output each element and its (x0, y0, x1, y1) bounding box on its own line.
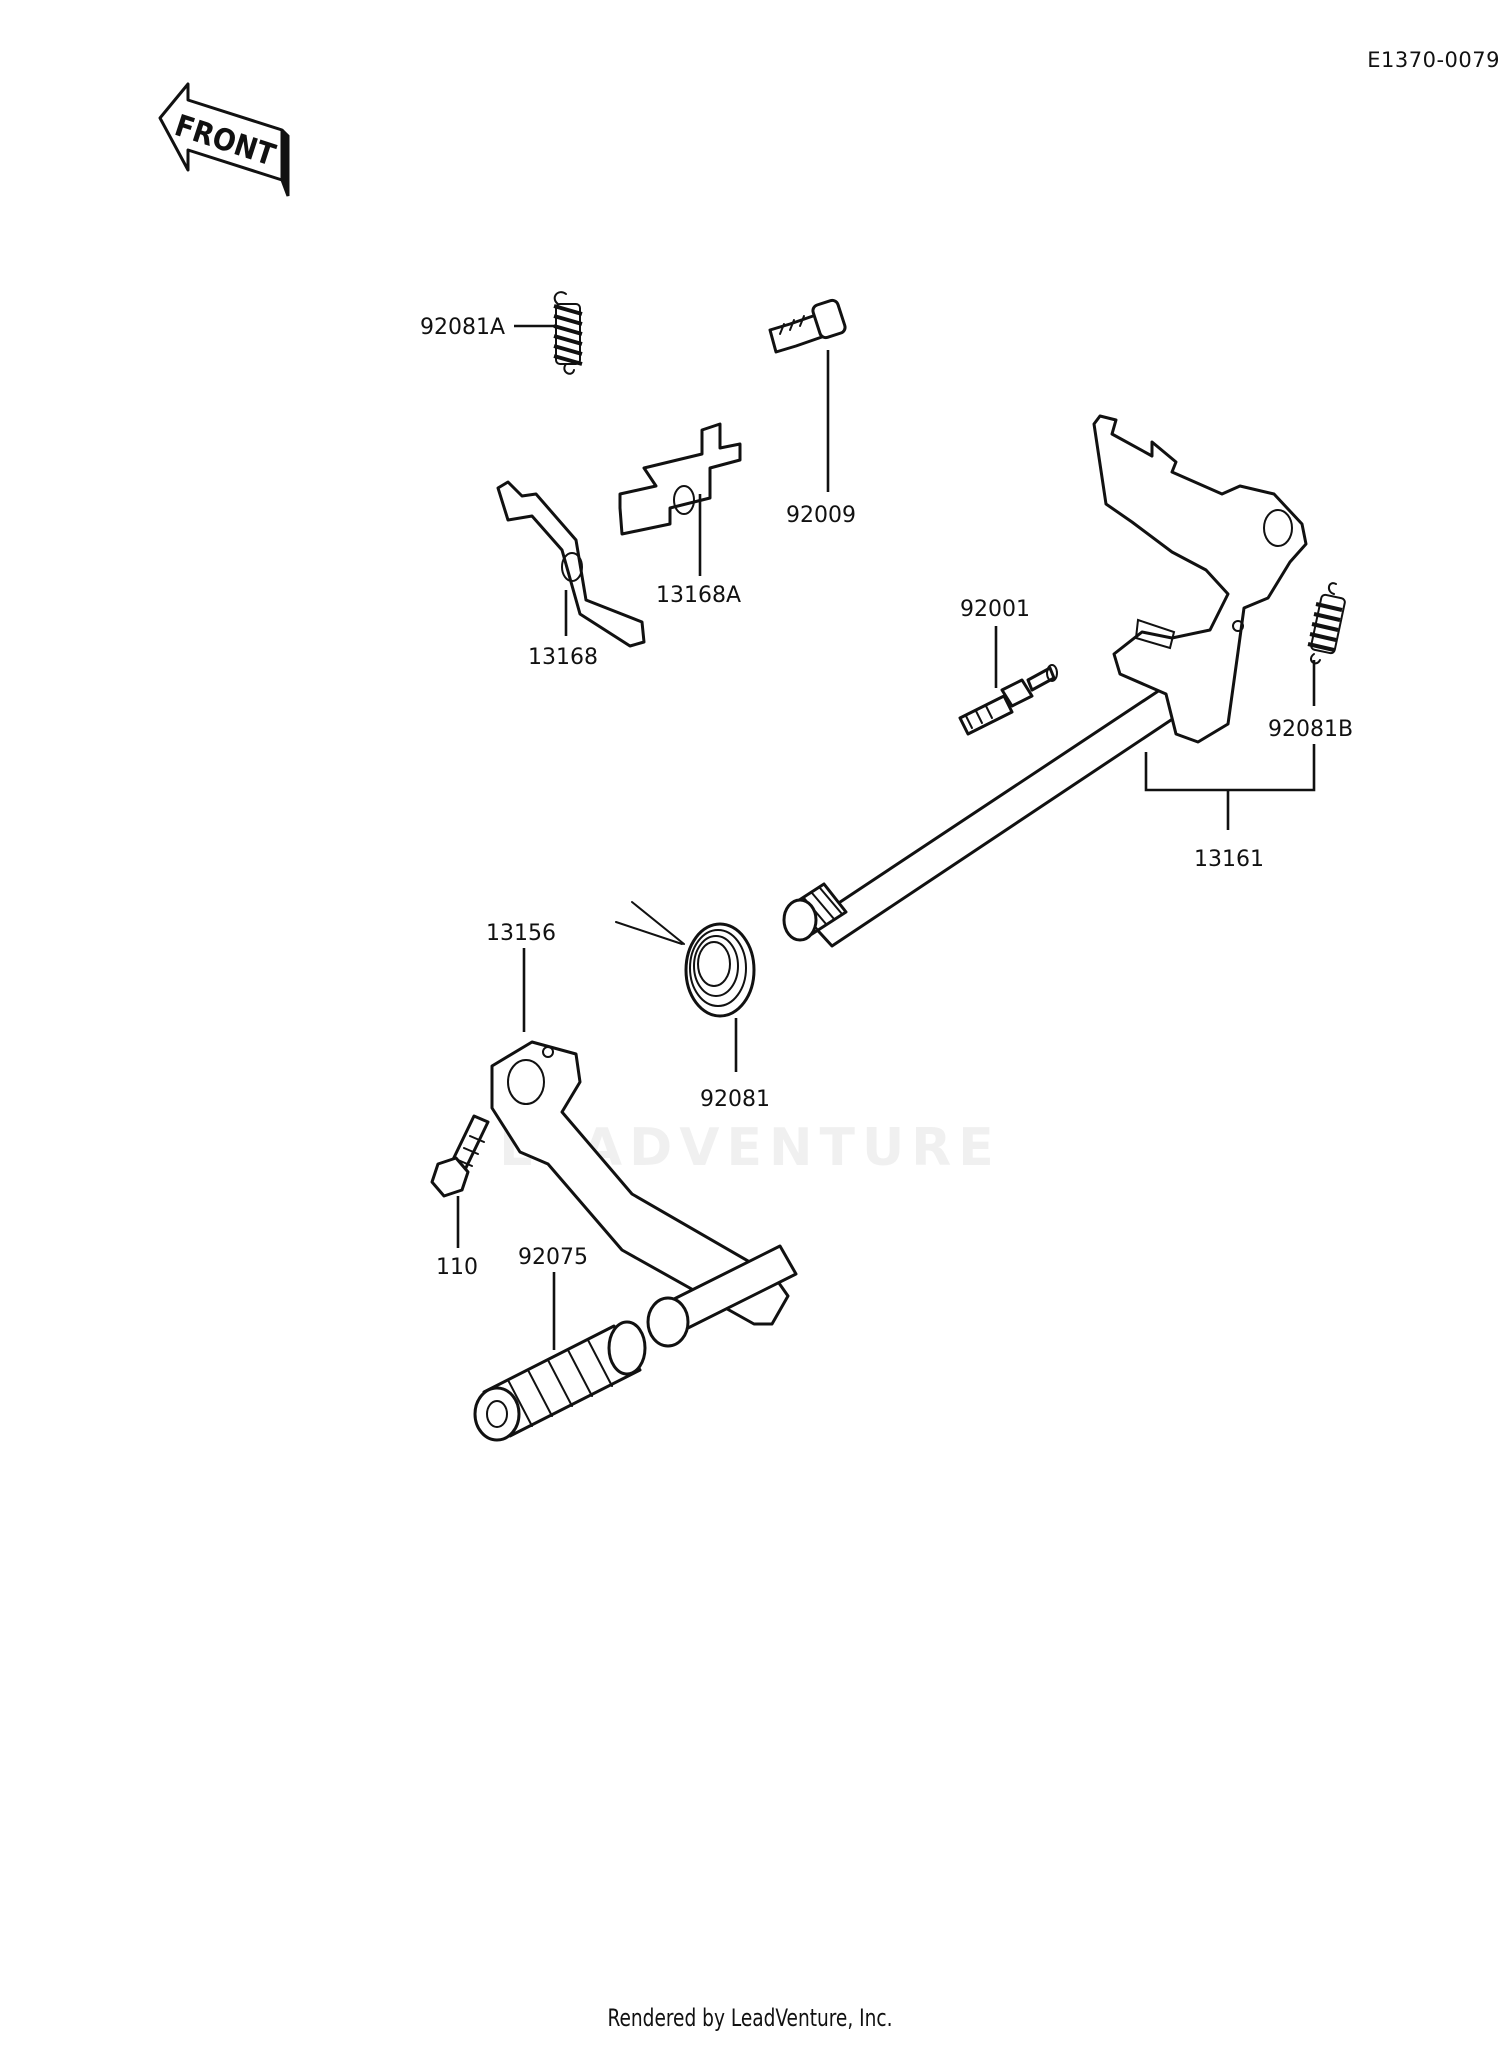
callout-92081a: 92081A (420, 315, 505, 340)
plate-13168 (496, 480, 646, 648)
spring-92081b (1307, 582, 1346, 665)
callout-13161: 13161 (1194, 847, 1264, 872)
callout-13168: 13168 (528, 645, 598, 670)
return-spring-92081 (615, 901, 756, 1018)
callout-92009: 92009 (786, 503, 856, 528)
footer-credit: Rendered by LeadVenture, Inc. (607, 2004, 893, 2032)
callout-13156: 13156 (486, 921, 556, 946)
callout-92001: 92001 (960, 597, 1030, 622)
leader-lines (456, 324, 1316, 1350)
callout-92081b: 92081B (1268, 717, 1353, 742)
pedal-rubber-92075 (473, 1320, 647, 1442)
shift-lever-13156 (490, 1040, 798, 1348)
stud-92001 (958, 664, 1058, 736)
plate-13168a (618, 422, 742, 536)
front-arrow-icon: FRONT (158, 82, 290, 197)
shift-shaft-13161 (782, 414, 1308, 948)
callout-110: 110 (436, 1255, 478, 1280)
callout-13168a: 13168A (656, 583, 741, 608)
callout-92075: 92075 (518, 1245, 588, 1270)
spring-92081a (553, 291, 583, 375)
bolt-92009 (768, 298, 847, 354)
bolt-110 (430, 1114, 490, 1198)
callout-92081: 92081 (700, 1087, 770, 1112)
diagram-code: E1370-0079 (1367, 48, 1500, 72)
